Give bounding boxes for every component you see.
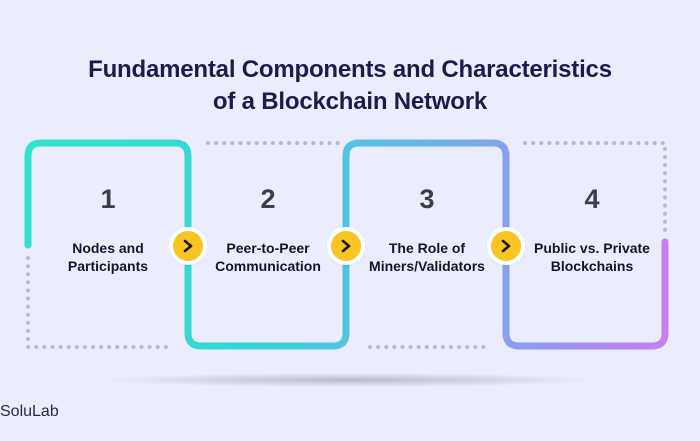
step-1-label: Nodes and Participants xyxy=(38,239,178,275)
chevron-right-icon xyxy=(341,239,351,253)
step-2-number: 2 xyxy=(260,184,276,214)
brand-logo: SoluLab xyxy=(0,403,59,420)
step-1-number: 1 xyxy=(100,184,116,214)
title-line-2: of a Blockchain Network xyxy=(212,88,488,115)
step-2-label-line-2: Communication xyxy=(215,258,321,274)
page-title: Fundamental Components and Characteristi… xyxy=(0,54,700,118)
step-1-label-line-2: Participants xyxy=(67,258,149,274)
dotted-segment-1 xyxy=(26,256,172,349)
chevron-right-icon xyxy=(501,239,511,253)
ground-shadow xyxy=(100,373,600,387)
step-3-label-line-1: The Role of xyxy=(388,240,466,256)
step-3-label: The Role of Miners/Validators xyxy=(357,239,497,275)
arrow-connector-2 xyxy=(331,231,361,261)
step-2-label-line-1: Peer-to-Peer xyxy=(226,240,310,256)
title-line-1: Fundamental Components and Characteristi… xyxy=(88,56,612,83)
step-4-label-line-2: Blockchains xyxy=(550,258,634,274)
arrow-connector-3 xyxy=(491,231,521,261)
step-3-label-line-2: Miners/Validators xyxy=(369,258,485,274)
chevron-right-icon xyxy=(183,239,193,253)
step-1-label-line-1: Nodes and xyxy=(72,240,144,256)
step-4-label: Public vs. Private Blockchains xyxy=(522,239,662,275)
step-2-label: Peer-to-Peer Communication xyxy=(198,239,338,275)
step-4-number: 4 xyxy=(584,184,600,214)
step-4-label-line-1: Public vs. Private xyxy=(534,240,650,256)
dotted-segment-4 xyxy=(523,141,667,234)
arrow-connector-1 xyxy=(173,231,203,261)
step-3-number: 3 xyxy=(419,184,435,214)
